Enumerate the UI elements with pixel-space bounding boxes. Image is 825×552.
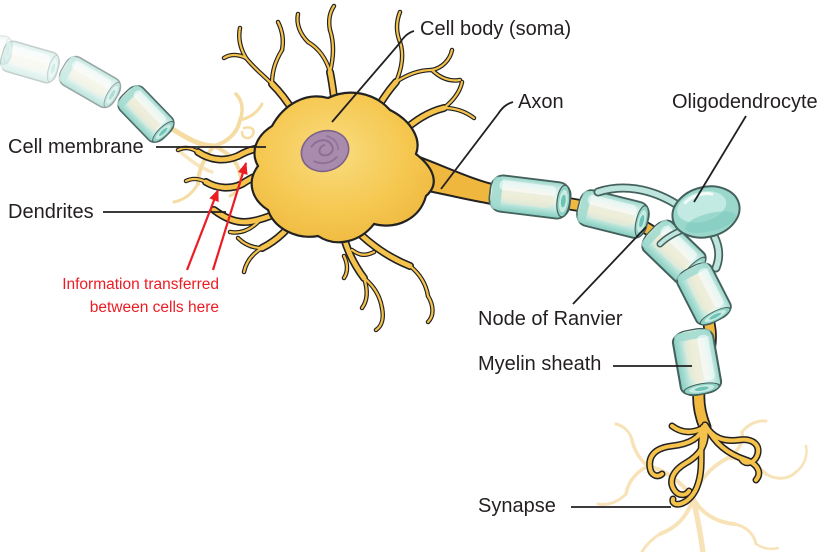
leader-node-of-ranvier (572, 226, 647, 305)
cell-body-shape (250, 91, 435, 244)
leader-lines (103, 30, 747, 508)
annotation-line-1: Information transferred (62, 276, 219, 293)
label-node-of-ranvier: Node of Ranvier (478, 308, 623, 330)
nucleus-shape (300, 129, 350, 173)
leader-cell-body (331, 30, 415, 123)
label-axon: Axon (518, 91, 564, 113)
label-synapse: Synapse (478, 495, 556, 517)
annotation-info-transfer: Information transferred between cells he… (0, 273, 219, 319)
label-oligodendrocyte: Oligodendrocyte (672, 91, 818, 113)
label-myelin-sheath: Myelin sheath (478, 353, 602, 375)
label-cell-membrane: Cell membrane (8, 136, 144, 158)
axon-terminals (646, 421, 763, 508)
label-dendrites: Dendrites (8, 201, 94, 223)
red-arrow (211, 162, 248, 271)
leader-axon (440, 101, 514, 190)
leader-oligodendrocyte (693, 115, 747, 203)
oligodendrocyte-shape (593, 183, 741, 273)
red-arrow (185, 189, 220, 271)
annotation-line-2: between cells here (89, 299, 219, 316)
incoming-myelin-segments (0, 30, 179, 148)
label-cell-body: Cell body (soma) (420, 18, 572, 40)
annotation-arrows (185, 162, 248, 271)
